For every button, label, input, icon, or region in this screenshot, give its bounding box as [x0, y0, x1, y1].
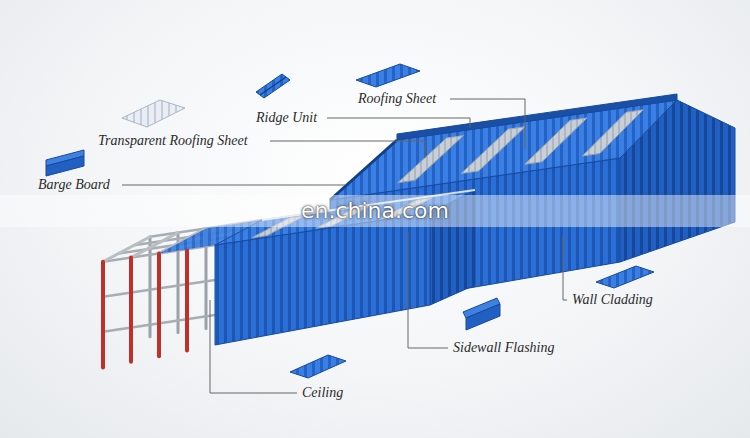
ceiling-icon — [290, 355, 346, 378]
transparent-sheet-icon — [122, 100, 185, 127]
part-label: Roofing Sheet — [358, 90, 436, 108]
part-label: Sidewall Flashing — [453, 339, 555, 357]
steel-frame — [129, 258, 133, 362]
part-label: Ceiling — [302, 384, 343, 402]
watermark: en.china.com — [301, 198, 449, 224]
wall-cladding-icon — [596, 266, 654, 288]
steel-frame — [157, 253, 161, 356]
main-hall — [330, 100, 677, 200]
leader-lines — [408, 232, 448, 348]
leader-lines — [450, 99, 525, 150]
main-hall — [330, 140, 397, 200]
steel-frame — [103, 249, 187, 367]
steel-frame — [185, 249, 189, 350]
ridge-unit-icon — [256, 74, 290, 98]
leader-lines — [270, 141, 425, 158]
part-label: Barge Board — [38, 176, 110, 194]
steel-frame — [149, 237, 152, 337]
steel-frame — [131, 233, 178, 258]
part-label: Transparent Roofing Sheet — [98, 132, 248, 150]
watermark-band — [0, 195, 750, 227]
leader-lines — [122, 185, 345, 186]
part-label: Ridge Unit — [256, 109, 317, 127]
barge-board-side — [46, 156, 84, 176]
ridge-unit-fold — [260, 77, 286, 95]
part-icons — [46, 64, 654, 378]
steel-frame — [103, 237, 150, 262]
part-label: Wall Cladding — [572, 291, 653, 309]
leader-lines — [210, 300, 297, 393]
sidewall-flashing-side — [466, 304, 500, 330]
main-hall — [582, 110, 643, 156]
main-hall — [398, 136, 464, 183]
roofing-sheet-icon — [356, 64, 420, 87]
main-hall — [525, 118, 587, 164]
leader-lines — [327, 118, 470, 128]
main-hall — [461, 127, 525, 174]
steel-frame — [101, 262, 105, 368]
leader-lines — [563, 235, 567, 300]
main-hall — [398, 110, 643, 183]
